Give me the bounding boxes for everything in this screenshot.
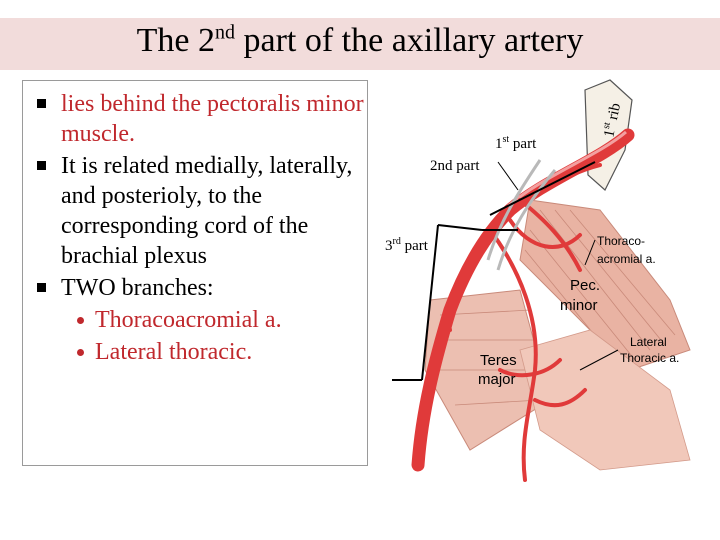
sub-list: Thoracoacromial a. Lateral thoracic.	[61, 305, 367, 367]
serratus-muscle	[519, 329, 691, 471]
sub-item: Lateral thoracic.	[61, 337, 367, 367]
bullet-item: TWO branches: Thoracoacromial a. Lateral…	[37, 273, 367, 367]
bullet-item: It is related medially, laterally, and p…	[37, 151, 367, 271]
page-title: The 2nd part of the axillary artery	[136, 21, 584, 59]
pointer-lateral	[579, 349, 619, 371]
square-bullet-icon	[37, 99, 46, 108]
label-lateral-thoracic: Thoracic a.	[620, 351, 679, 365]
title-bar	[0, 18, 720, 70]
part-boundaries	[392, 161, 596, 381]
anatomy-diagram: 1st rib 1st part 2nd part 3rd part Thora…	[385, 79, 691, 482]
square-bullet-icon	[37, 283, 46, 292]
label-thoracoacromial-2: acromial a.	[597, 252, 656, 266]
label-teres-major: major	[478, 371, 516, 388]
pointer-2nd-part	[497, 161, 519, 191]
square-bullet-icon	[37, 161, 46, 170]
pointer-thoraco	[584, 239, 596, 266]
label-teres: Teres	[480, 352, 517, 369]
bullet-item: lies behind the pectoralis minor muscle.	[37, 89, 367, 149]
label-thoracoacromial: Thoraco-	[597, 234, 645, 248]
label-rib: 1st rib	[599, 101, 624, 139]
label-lateral: Lateral	[630, 335, 667, 349]
label-pec-minor: minor	[560, 297, 598, 314]
round-bullet-icon	[77, 349, 84, 356]
bullet-list: lies behind the pectoralis minor muscle.…	[37, 89, 367, 369]
artery-highlight	[507, 130, 627, 208]
label-2nd-part: 2nd part	[430, 158, 480, 174]
nerve-cords	[486, 159, 557, 271]
round-bullet-icon	[77, 317, 84, 324]
text-box: lies behind the pectoralis minor muscle.…	[22, 80, 368, 466]
sub-item: Thoracoacromial a.	[61, 305, 367, 335]
label-3rd-part: 3rd part	[385, 236, 429, 254]
axillary-artery	[411, 128, 635, 472]
label-pec: Pec.	[570, 277, 600, 294]
label-1st-part: 1st part	[495, 134, 537, 152]
